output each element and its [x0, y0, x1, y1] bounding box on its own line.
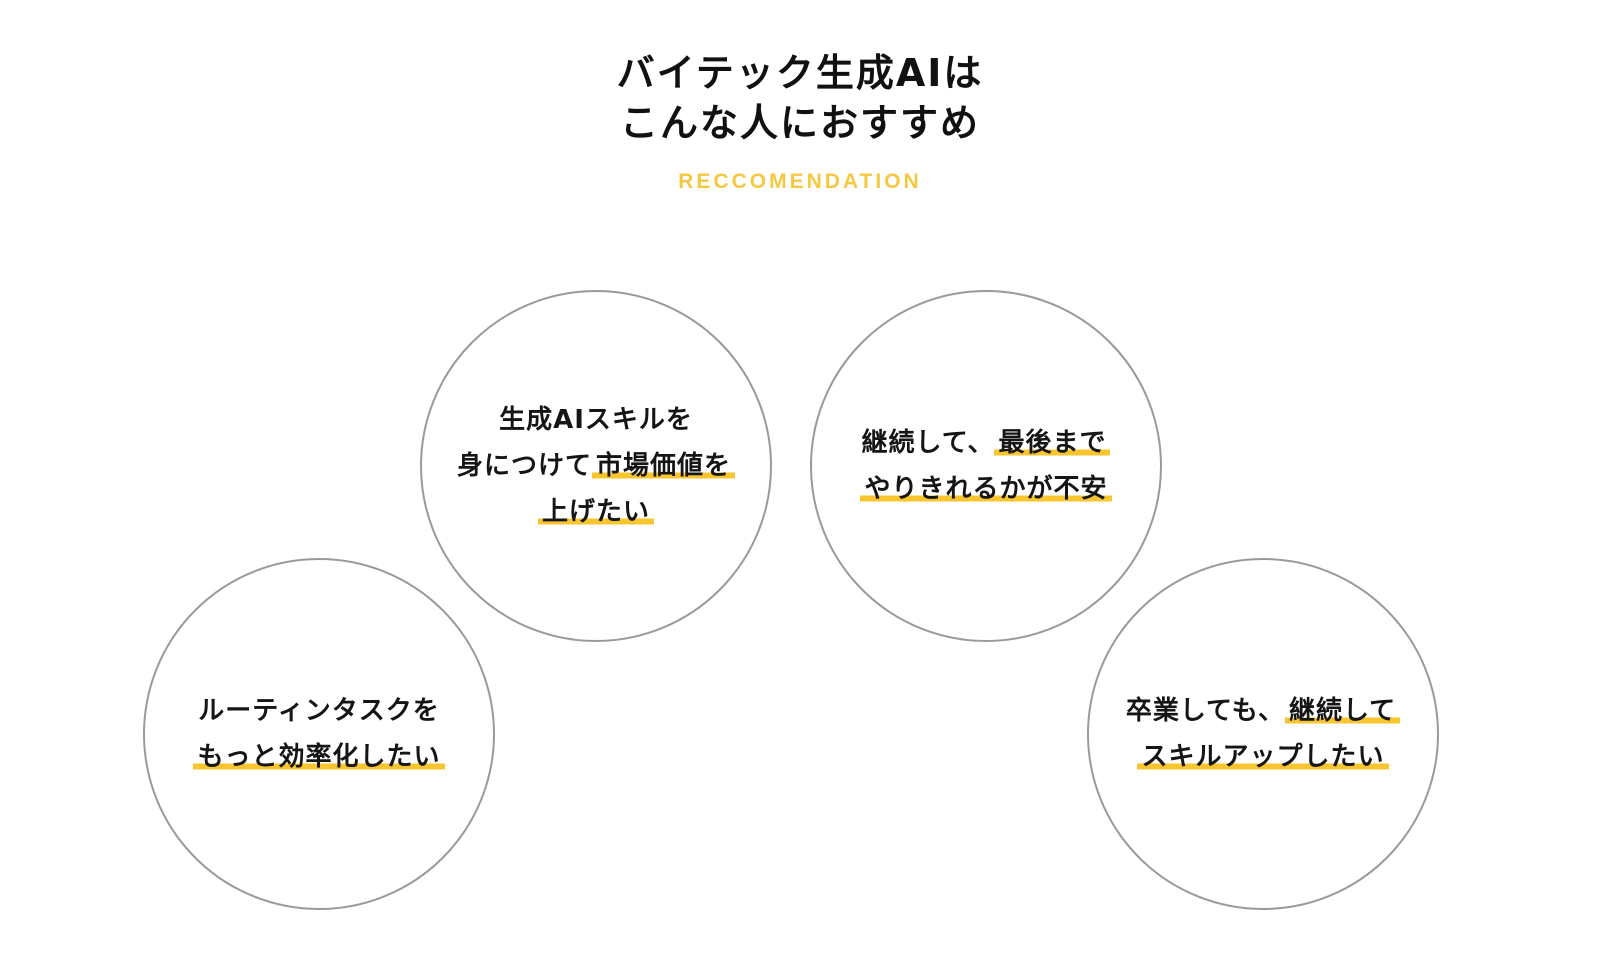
- circle-text-line: 上げたい: [537, 489, 654, 535]
- highlighted-text: もっと効率化したい: [193, 742, 445, 772]
- section-subtitle: RECCOMENDATION: [678, 170, 922, 193]
- circle-text: ルーティンタスクを: [198, 696, 440, 726]
- circle-text-line: 卒業しても、継続して: [1125, 688, 1401, 734]
- highlighted-text: スキルアップしたい: [1137, 742, 1389, 772]
- highlighted-text: 継続して: [1284, 696, 1401, 726]
- section-heading: バイテック生成AIは こんな人におすすめ RECCOMENDATION: [0, 48, 1600, 194]
- recommendation-circle-efficiency: ルーティンタスクを もっと効率化したい: [143, 558, 495, 910]
- recommendation-circle-market-value: 生成AIスキルを 身につけて市場価値を 上げたい: [420, 290, 772, 642]
- page-title-line-2: こんな人におすすめ: [619, 101, 980, 145]
- recommendation-circle-continuation: 継続して、最後まで やりきれるかが不安: [810, 290, 1162, 642]
- highlighted-text: やりきれるかが不安: [860, 474, 1112, 504]
- circle-text-line: 生成AIスキルを: [499, 397, 693, 443]
- circle-text-line: もっと効率化したい: [193, 734, 445, 780]
- circle-text: 身につけて: [456, 451, 592, 481]
- circle-text: 継続して、: [861, 428, 995, 458]
- highlighted-text: 最後まで: [994, 428, 1111, 458]
- highlighted-text: 上げたい: [537, 497, 654, 527]
- circle-text-line: スキルアップしたい: [1137, 734, 1389, 780]
- circle-text-line: 継続して、最後まで: [862, 420, 1111, 466]
- circle-text: 生成AIスキルを: [499, 405, 693, 435]
- circle-text-line: 身につけて市場価値を: [456, 443, 736, 489]
- recommendation-circle-skill-up: 卒業しても、継続して スキルアップしたい: [1087, 558, 1439, 910]
- circle-text-line: やりきれるかが不安: [860, 466, 1112, 512]
- highlighted-text: 市場価値を: [592, 451, 736, 481]
- circle-text-line: ルーティンタスクを: [198, 688, 439, 734]
- circle-text: 卒業しても、: [1125, 696, 1285, 726]
- page-title-line-1: バイテック生成AIは: [616, 51, 984, 95]
